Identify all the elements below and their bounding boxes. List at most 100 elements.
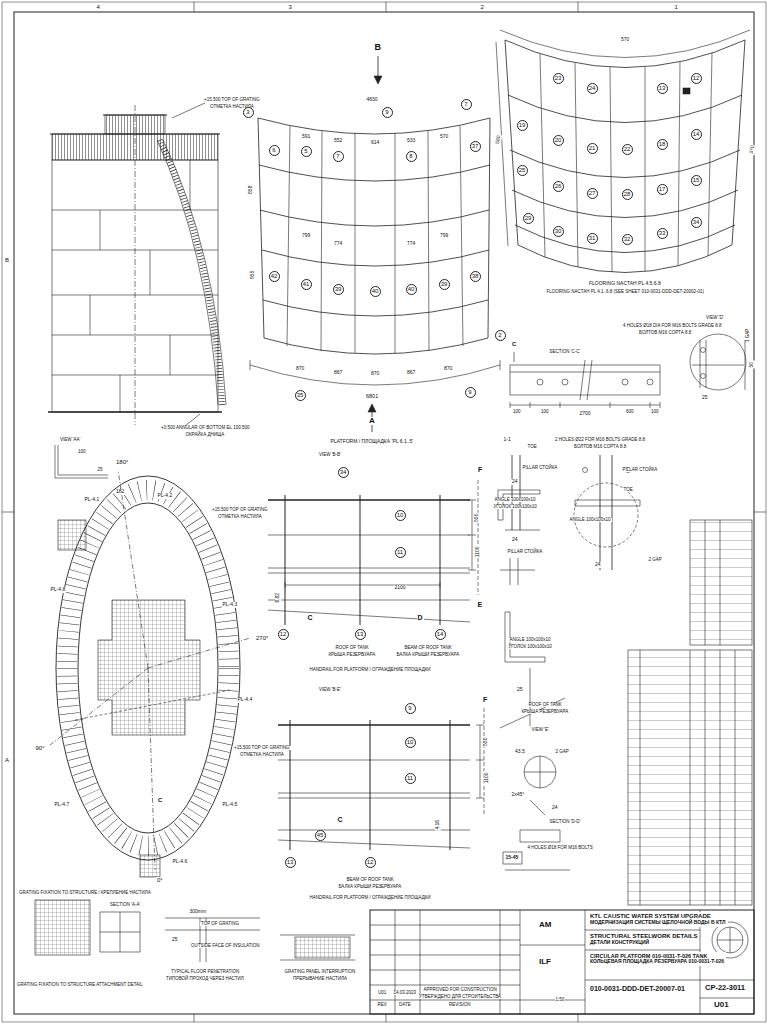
drawing-label: U01 bbox=[377, 991, 387, 996]
drawing-label: ОТМЕТКА НАСТИЛА bbox=[217, 515, 263, 520]
callout-number: 11 bbox=[407, 775, 413, 781]
callout-balloon: 34 bbox=[691, 217, 702, 228]
drawing-label: УТВЕРЖДЕНО ДЛЯ СТРОИТЕЛЬСТВА bbox=[418, 995, 502, 1000]
drawing-label: HANDRAIL FOR PLATFORM / ОГРАЖДЕНИЕ ПЛОЩА… bbox=[309, 896, 432, 901]
callout-number: 7 bbox=[464, 101, 467, 107]
callout-number: 27 bbox=[589, 190, 596, 196]
drawing-label: БОЛТОВ M16 СОРТА 8.8 bbox=[638, 331, 692, 336]
drawing-label: 14.03.2023 bbox=[393, 991, 418, 996]
drawing-label: +0.500 ANNULAR OF BOTTOM EL 100.500 bbox=[160, 426, 250, 431]
drawing-label: B bbox=[4, 257, 10, 264]
drawing-label: PILLAR СТОЙКА bbox=[522, 466, 559, 471]
drawing-label: VIEW 'AA' bbox=[59, 438, 81, 443]
drawing-label: VIEW 'B-E' bbox=[318, 688, 342, 693]
title-text: KTL CAUSTIC WATER SYSTEM UPGRADE bbox=[590, 913, 726, 920]
callout-number: 8 bbox=[409, 153, 412, 159]
drawing-label: PL-4.6 bbox=[172, 859, 189, 865]
callout-balloon: 9 bbox=[405, 703, 416, 714]
title-text: CP-22-3011 bbox=[705, 984, 745, 993]
drawing-label: PILLAR СТОЙКА bbox=[507, 550, 544, 555]
callout-balloon: 26 bbox=[553, 181, 564, 192]
callout-balloon: 6 bbox=[269, 145, 280, 156]
drawing-label: УГОЛОК 100x100x10 bbox=[508, 645, 553, 650]
drawing-label: БАЛКА КРЫШИ РЕЗЕРВУАРА bbox=[338, 885, 403, 890]
drawing-label: 580 bbox=[495, 134, 502, 145]
callout-number: 2 bbox=[498, 332, 501, 338]
callout-balloon: 13 bbox=[285, 857, 296, 868]
callout-balloon: 14 bbox=[435, 629, 446, 640]
drawing-label: VIEW 'D' bbox=[705, 316, 725, 321]
drawing-label: APPROVED FOR CONSTRUCTION bbox=[423, 988, 498, 993]
bottom-details bbox=[35, 900, 355, 962]
callout-number: 20 bbox=[555, 137, 562, 143]
drawing-label: 570 bbox=[439, 134, 449, 140]
drawing-label: A bbox=[368, 417, 376, 426]
drawing-label: 100 bbox=[512, 410, 522, 415]
drawing-label: +15.500 TOP OF GRATING bbox=[203, 98, 261, 103]
drawing-label: E bbox=[477, 601, 484, 609]
callout-number: 3 bbox=[246, 109, 249, 115]
drawing-label: БАЛКА КРЫШИ РЕЗЕРВУАРА bbox=[396, 653, 461, 658]
callout-balloon: 37 bbox=[470, 141, 481, 152]
drawing-label: 24 bbox=[551, 805, 559, 811]
callout-balloon: 13 bbox=[657, 83, 668, 94]
callout-balloon: 12 bbox=[365, 857, 376, 868]
title-text: U01 bbox=[714, 1000, 729, 1009]
callout-balloon: 18 bbox=[657, 139, 668, 150]
drawing-label: 2 HOLES Ø22 FOR M16 BOLTS GRADE 8.8 bbox=[554, 438, 646, 443]
callout-balloon: 39 bbox=[439, 279, 450, 290]
drawing-label: TOE bbox=[527, 445, 538, 450]
drawing-label: GRATING FIXATION TO STRUCTURE ATTACHMENT… bbox=[16, 983, 144, 988]
callout-number: 34 bbox=[340, 469, 347, 475]
drawing-label: 2 GAP bbox=[555, 750, 570, 755]
callout-balloon: 45 bbox=[315, 830, 326, 841]
drawing-label: TYPICAL FLOOR PENETRATION bbox=[170, 970, 240, 975]
flooring-plan bbox=[496, 30, 750, 273]
callout-number: 11 bbox=[397, 549, 403, 555]
drawing-label: VIEW 'E' bbox=[531, 728, 550, 733]
platform-plan bbox=[250, 56, 500, 432]
callout-number: 40 bbox=[408, 286, 415, 292]
drawing-label: 1 GAP bbox=[746, 327, 751, 342]
drawing-label: ОКРАЙКА ДНИЩА bbox=[185, 433, 226, 438]
callout-number: 31 bbox=[589, 235, 596, 241]
drawing-label: F bbox=[482, 696, 488, 704]
title-block-cell: STRUCTURAL STEELWORK DETAILSДЕТАЛИ КОНСТ… bbox=[588, 932, 699, 947]
drawing-label: 24 bbox=[594, 562, 602, 568]
drawing-label: 100 bbox=[650, 410, 660, 415]
drawing-label: BEAM OF ROOF TANK bbox=[346, 878, 395, 883]
drawing-label: 90° bbox=[35, 745, 46, 752]
drawing-label: ROOF OF TANK bbox=[528, 703, 563, 708]
drawing-label: 4 HOLES Ø18 FOR M16 BOLTS bbox=[527, 846, 594, 851]
callout-balloon: 25 bbox=[517, 165, 528, 176]
callout-balloon: 20 bbox=[553, 135, 564, 146]
drawing-label: REVISION bbox=[448, 1003, 472, 1008]
callout-balloon: 11 bbox=[405, 773, 416, 784]
tank-elevation bbox=[48, 103, 226, 478]
drawing-label: ROOF OF TANK bbox=[335, 646, 370, 651]
callout-number: 9 bbox=[468, 389, 471, 395]
drawing-label: C bbox=[337, 816, 344, 824]
callout-number: 34 bbox=[693, 219, 700, 225]
drawing-label: 270° bbox=[255, 635, 269, 642]
drawing-label: VIEW 'B-B' bbox=[318, 453, 342, 458]
callout-number: 9 bbox=[408, 705, 411, 711]
drawing-label: TOE bbox=[623, 488, 634, 493]
callout-number: 12 bbox=[693, 75, 700, 81]
drawing-label: 4830 bbox=[366, 97, 379, 103]
drawing-label: 25 bbox=[97, 468, 104, 473]
drawing-label: ILF bbox=[538, 958, 552, 967]
callout-balloon: 29 bbox=[523, 213, 534, 224]
callout-balloon: 17 bbox=[657, 184, 668, 195]
callout-balloon: 10 bbox=[395, 510, 406, 521]
callout-balloon: 33 bbox=[657, 228, 668, 239]
drawing-label: TOP OF GRATING bbox=[200, 922, 240, 927]
drawing-label: B bbox=[374, 43, 383, 53]
handrail-view bbox=[268, 480, 484, 850]
drawing-label: 600 bbox=[625, 410, 635, 415]
callout-number: 33 bbox=[659, 230, 666, 236]
drawing-label: PL-4.3 bbox=[222, 602, 239, 608]
drawing-label: КРЫША РЕЗЕРВУАРА bbox=[521, 710, 570, 715]
drawing-label: 867 bbox=[406, 370, 416, 376]
callout-number: 6 bbox=[272, 147, 275, 153]
